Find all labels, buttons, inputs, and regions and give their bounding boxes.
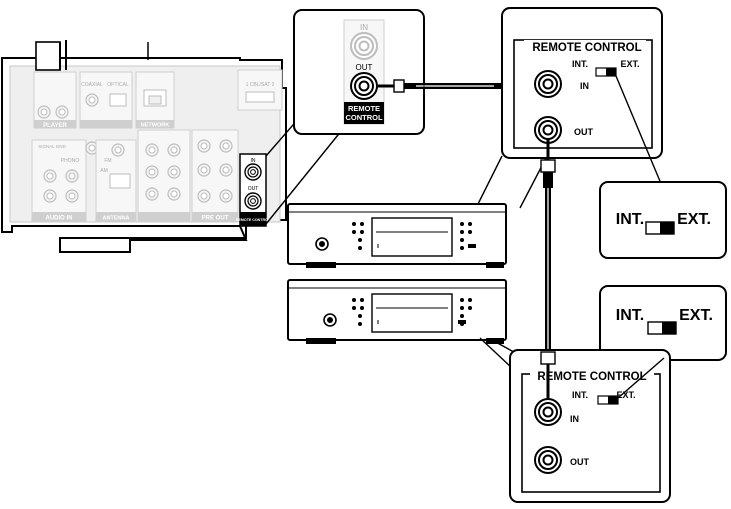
receiver-jack-zoom: IN OUT REMOTE CONTROL xyxy=(293,9,425,135)
player-label: PLAYER xyxy=(43,123,67,129)
player2-remote-panel-zoom: REMOTE CONTROL INT. EXT. IN OUT xyxy=(509,349,671,503)
top-panel-out-label: OUT xyxy=(574,127,594,137)
top-panel-int-ext-switch[interactable] xyxy=(595,67,617,77)
audio-in-label: AUDIO IN xyxy=(46,216,73,222)
signal-gnd-label: SIGNAL GND xyxy=(38,144,66,149)
fm-label: FM xyxy=(104,158,111,164)
rca-plug-player2-in xyxy=(540,351,556,400)
receiver-out-label: OUT xyxy=(248,186,259,192)
top-panel-in-label: IN xyxy=(580,81,589,91)
switch-callout-top: INT. EXT. xyxy=(599,181,727,259)
receiver-rear-panel: PLAYER COAXIAL OPTICAL NETWORK 1 CBL/SAT… xyxy=(1,40,343,253)
player-unit-2 xyxy=(287,279,507,344)
callout-bottom-int-label: INT. xyxy=(616,307,644,324)
receiver-remote-control-jacks: IN OUT REMOTE CONTROL xyxy=(236,153,271,227)
callout-bottom-ext-label: EXT. xyxy=(679,307,713,324)
bottom-panel-ext-label: EXT. xyxy=(616,390,635,400)
bottom-panel-out-label: OUT xyxy=(570,457,590,467)
zoom-remote-label: REMOTE xyxy=(348,104,380,113)
pre-out-label: PRE OUT xyxy=(202,216,229,222)
bottom-panel-int-label: INT. xyxy=(572,390,588,400)
zoom-in-label: IN xyxy=(360,23,368,32)
bottom-panel-int-ext-switch[interactable] xyxy=(597,395,619,405)
zoom-control-label: CONTROL xyxy=(345,113,382,122)
switch-callout-bottom: INT. EXT. xyxy=(599,285,727,361)
coaxial-label: COAXIAL xyxy=(81,82,103,88)
bottom-panel-in-label: IN xyxy=(570,414,579,424)
player-unit-1 xyxy=(287,203,507,268)
phono-label: PHONO xyxy=(61,158,79,164)
bottom-panel-title: REMOTE CONTROL xyxy=(537,371,646,383)
top-panel-title: REMOTE CONTROL xyxy=(532,42,641,54)
optical-label: OPTICAL xyxy=(107,82,129,88)
callout-top-switch xyxy=(645,221,675,235)
receiver-remote-control-label: REMOTE CONTROL xyxy=(236,218,271,222)
top-panel-ext-label: EXT. xyxy=(620,59,639,69)
callout-top-int-label: INT. xyxy=(616,211,644,228)
receiver-in-label: IN xyxy=(251,158,256,164)
top-panel-int-label: INT. xyxy=(572,59,588,69)
cbl-sat-label: 1 CBL/SAT 2 xyxy=(246,82,275,88)
antenna-label: ANTENNA xyxy=(103,216,130,222)
callout-bottom-switch xyxy=(647,321,677,335)
network-label: NETWORK xyxy=(141,123,169,129)
callout-top-ext-label: EXT. xyxy=(677,211,711,228)
am-label: AM xyxy=(100,168,108,174)
player1-remote-panel-zoom: REMOTE CONTROL INT. EXT. IN OUT xyxy=(501,7,663,187)
zoom-out-label: OUT xyxy=(356,63,373,72)
